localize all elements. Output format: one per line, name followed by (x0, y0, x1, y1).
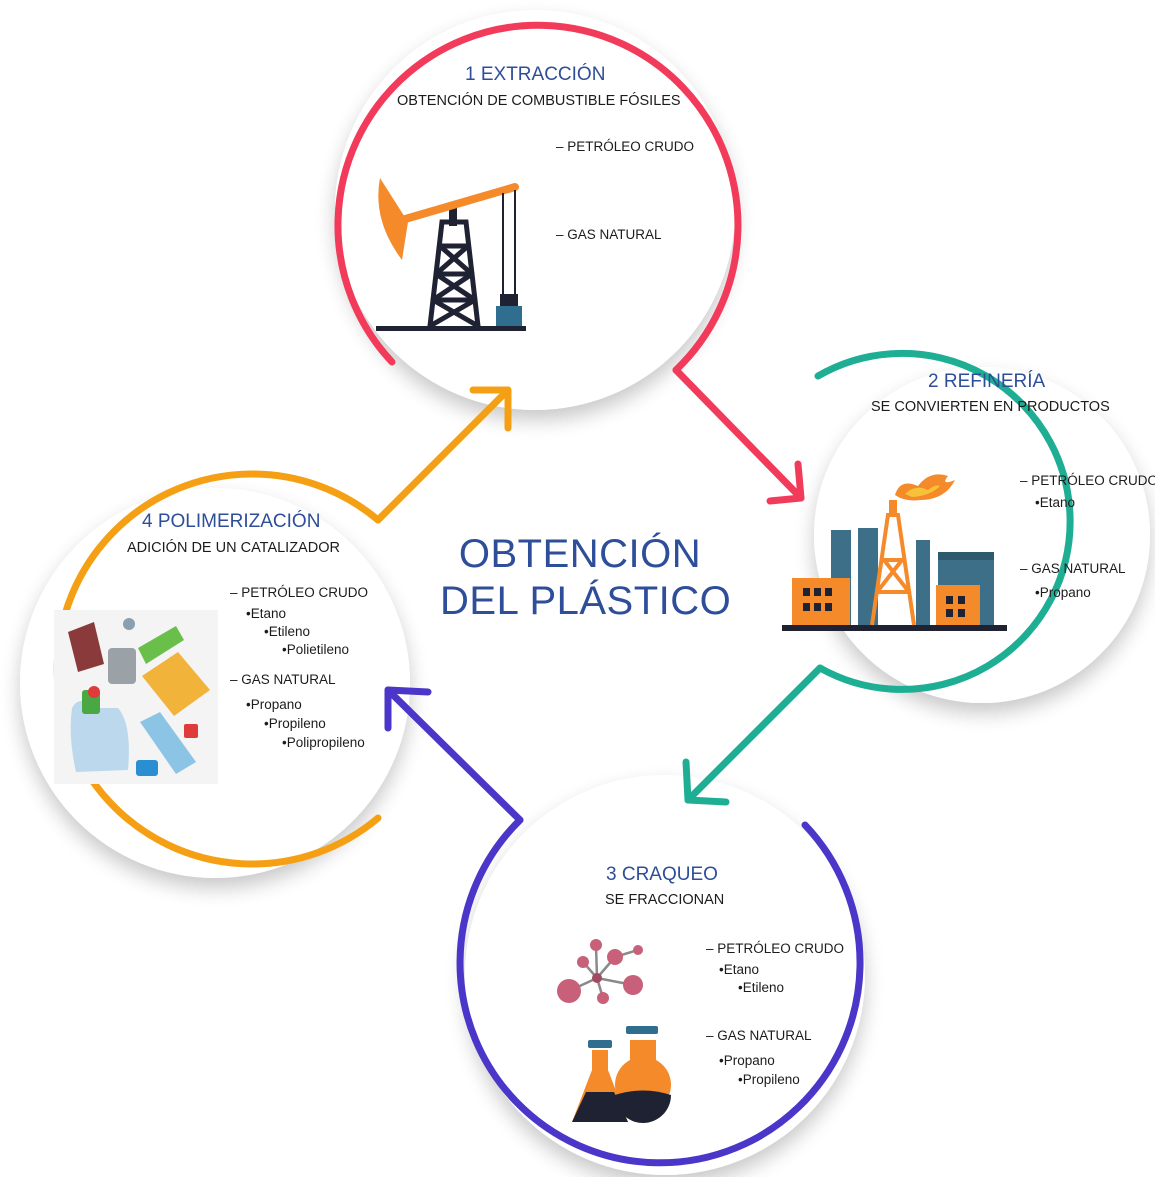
extraccion-subtitle: OBTENCIÓN DE COMBUSTIBLE FÓSILES (397, 93, 681, 109)
polimerizacion-item: •Propileno (264, 716, 326, 731)
craqueo-subtitle: SE FRACCIONAN (605, 892, 725, 908)
polimerizacion-item: •Polipropileno (282, 735, 365, 750)
refineria-item: – PETRÓLEO CRUDO (1020, 473, 1155, 488)
extraccion-item: – PETRÓLEO CRUDO (556, 139, 695, 154)
refineria-subtitle: SE CONVIERTEN EN PRODUCTOS (871, 399, 1110, 415)
extraccion-title: 1 EXTRACCIÓN (465, 64, 606, 85)
polimerizacion-item: •Polietileno (282, 642, 350, 657)
main-title-line2: DEL PLÁSTICO (440, 579, 732, 623)
craqueo-item: – GAS NATURAL (706, 1028, 812, 1043)
oil-pump-jack-icon (376, 178, 526, 331)
refineria-title: 2 REFINERÍA (928, 371, 1046, 392)
craqueo-item: •Etileno (738, 980, 785, 995)
polimerizacion-item: •Etileno (264, 624, 311, 639)
craqueo-item: •Propano (719, 1053, 775, 1068)
extraccion-arc (334, 21, 805, 505)
polimerizacion-item: – PETRÓLEO CRUDO (230, 585, 369, 600)
polimerizacion-item: •Etano (246, 606, 287, 621)
main-title: OBTENCIÓN DEL PLÁSTICO (440, 532, 732, 624)
craqueo-item: – PETRÓLEO CRUDO (706, 941, 845, 956)
craqueo-item: •Etano (719, 962, 760, 977)
refineria-item: •Propano (1035, 585, 1091, 600)
polimerizacion-subtitle: ADICIÓN DE UN CATALIZADOR (127, 540, 340, 556)
molecule-flasks-icon (557, 939, 672, 1123)
craqueo-title: 3 CRAQUEO (606, 864, 718, 885)
craqueo-item: •Propileno (738, 1072, 800, 1087)
extraccion-item: – GAS NATURAL (556, 227, 662, 242)
refineria-item: – GAS NATURAL (1020, 561, 1126, 576)
polimerizacion-item: •Propano (246, 697, 302, 712)
plastic-products-icon (54, 610, 218, 784)
refineria-arc (682, 349, 1074, 806)
refineria-item: •Etano (1035, 495, 1076, 510)
polimerizacion-title: 4 POLIMERIZACIÓN (142, 511, 321, 532)
main-title-line1: OBTENCIÓN (458, 532, 702, 576)
craqueo-arc (384, 686, 864, 1167)
refinery-factory-icon (782, 474, 1007, 631)
polimerizacion-item: – GAS NATURAL (230, 672, 336, 687)
